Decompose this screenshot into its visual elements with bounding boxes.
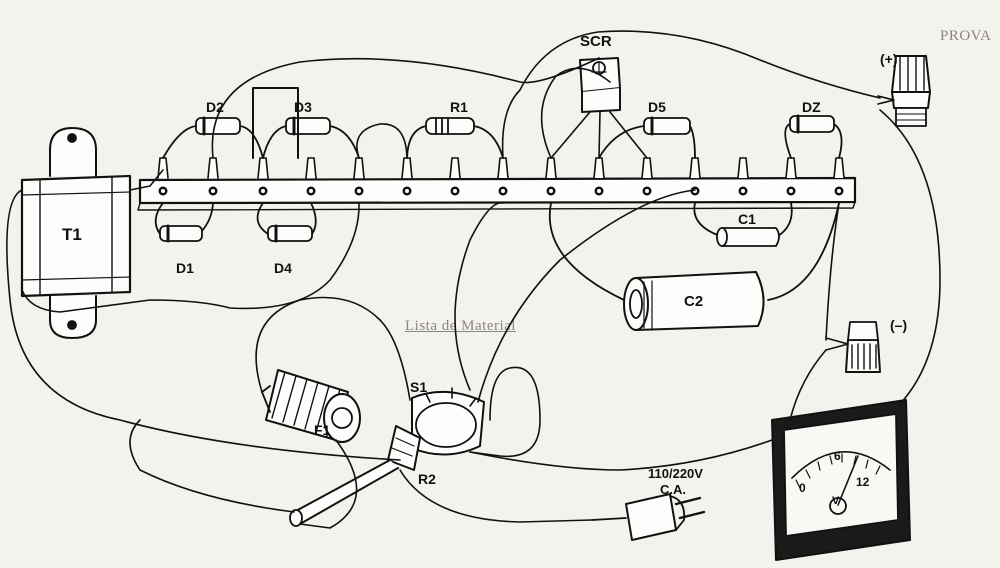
positive-binding-post [877,55,931,127]
wiring [6,30,941,529]
r1-label: R1 [450,99,468,115]
meter-zero-label: 0 [799,481,806,495]
diode-d3 [262,116,360,159]
potentiometer-r2-with-switch-s1 [289,387,485,527]
transformer-t1 [20,127,132,339]
voltage-label: 110/220V [648,466,703,481]
s1-label: S1 [410,379,427,395]
d5-label: D5 [648,99,666,115]
minus-label: (–) [890,317,907,333]
dz-label: DZ [802,99,821,115]
capacitor-c1 [693,202,793,247]
c1-label: C1 [738,211,756,227]
capacitor-c2 [548,202,840,331]
r2-label: R2 [418,471,436,487]
diode-d5 [598,116,696,159]
resistor-r1 [406,117,504,159]
zener-dz [784,114,843,159]
d3-label: D3 [294,99,312,115]
diode-d4 [256,202,317,243]
scr-thyristor [550,57,648,159]
terminal-strip [137,157,857,211]
c2-label: C2 [684,293,703,310]
meter-v-label: V [832,495,840,507]
negative-binding-post [825,321,881,373]
ca-label: C.A. [660,482,686,497]
fuse-holder-f1 [261,369,361,443]
t1-label: T1 [62,225,82,244]
d4-label: D4 [274,260,292,276]
diode-d1 [154,202,214,243]
meter-six-label: 6 [834,449,841,463]
voltmeter [771,399,911,561]
f1-label: F1 [314,422,331,438]
scr-label: SCR [580,33,612,50]
power-plug [591,493,706,541]
meter-twelve-label: 12 [856,475,870,489]
d1-label: D1 [176,260,194,276]
plus-label: (+) [880,51,898,67]
